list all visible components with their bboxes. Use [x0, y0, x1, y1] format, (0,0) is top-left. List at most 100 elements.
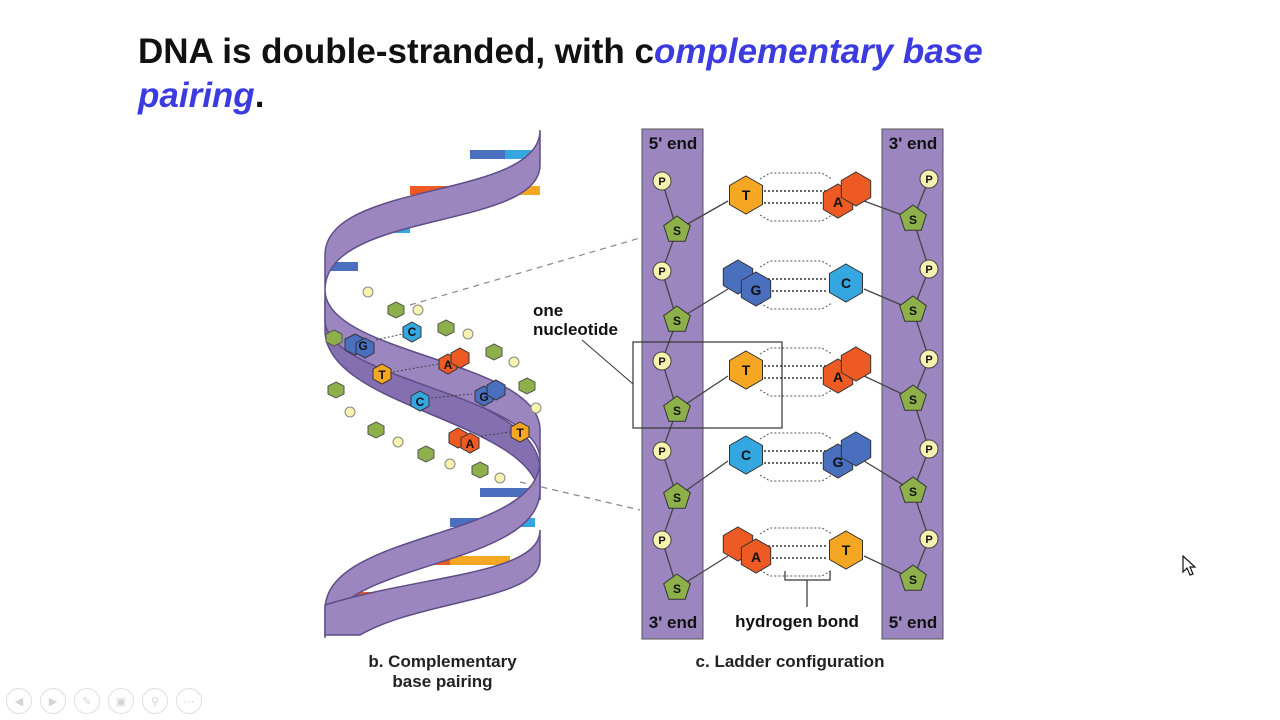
base-label: T	[742, 187, 751, 203]
label-3-end-bottom: 3' end	[649, 613, 697, 632]
phosphate-left	[652, 530, 672, 550]
caption-c: c. Ladder configuration	[695, 652, 885, 671]
sugar-label: S	[673, 314, 681, 328]
phosphate-left	[652, 171, 672, 191]
left-backbone-line	[661, 180, 678, 589]
helix-base-pairs: G C T A C G	[344, 321, 530, 454]
one-nucleotide-pointer	[581, 339, 634, 385]
caption-b-line1: b. Complementary	[368, 652, 517, 671]
sugar-right	[899, 384, 927, 411]
phosphate-label: P	[658, 266, 665, 278]
phosphate-label: P	[925, 444, 932, 456]
sugar-label: S	[909, 573, 917, 587]
base-g-right	[840, 431, 872, 467]
base-c-right	[829, 263, 863, 303]
helix-pair-2: T A	[372, 347, 470, 385]
label-one-nucleotide-line1: one	[533, 301, 563, 320]
label-3-end-top: 3' end	[889, 134, 937, 153]
phosphate-left	[652, 441, 672, 461]
phosphate-right	[919, 529, 939, 549]
title-text-period: .	[254, 76, 265, 115]
zoom-icon[interactable]: ⚲	[142, 688, 168, 714]
sugar-right	[899, 204, 927, 231]
double-helix: G C T A C G	[324, 129, 542, 639]
slide-toolbar: ◀ ▶ ✎ ▣ ⚲ ⋯	[6, 688, 202, 714]
title-text-highlight: omplementary base pairing	[138, 32, 983, 115]
helix-backbone-beads	[325, 286, 542, 484]
phosphate-label: P	[925, 174, 932, 186]
base-label: A	[833, 369, 843, 385]
label-one-nucleotide-line2: nucleotide	[533, 320, 618, 339]
connector-line-top	[409, 237, 641, 306]
phosphate-label: P	[925, 264, 932, 276]
base-t-right	[829, 530, 863, 570]
phosphate-right	[919, 439, 939, 459]
prev-icon[interactable]: ◀	[6, 688, 32, 714]
helix-base-label: T	[378, 368, 386, 382]
base-label: C	[741, 447, 751, 463]
next-icon[interactable]: ▶	[40, 688, 66, 714]
phosphate-left	[652, 351, 672, 371]
hydrogen-bond-outline	[759, 214, 833, 222]
hydrogen-bond-outline	[759, 172, 833, 180]
sugar-label: S	[673, 404, 681, 418]
label-hydrogen-bond: hydrogen bond	[735, 612, 859, 631]
helix-base-label: T	[516, 426, 524, 440]
sugar-label: S	[673, 224, 681, 238]
sugar-label: S	[673, 582, 681, 596]
sugar-label: S	[673, 491, 681, 505]
helix-base-label: C	[408, 325, 417, 339]
base-label: T	[742, 362, 751, 378]
helix-strand-front-3	[324, 459, 541, 639]
base-label: T	[842, 542, 851, 558]
base-a-left	[740, 538, 772, 574]
one-nucleotide-box	[632, 341, 783, 429]
phosphate-right	[919, 349, 939, 369]
label-5-end-top: 5' end	[649, 134, 697, 153]
helix-pair-3: C G	[410, 379, 506, 412]
helix-pair-1: G C	[344, 321, 422, 359]
base-c-left	[729, 435, 763, 475]
helix-base-label: A	[466, 437, 475, 451]
hydrogen-bond-outline	[759, 432, 833, 440]
right-backbone-line	[912, 178, 930, 580]
phosphate-label: P	[658, 535, 665, 547]
pen-icon[interactable]: ✎	[74, 688, 100, 714]
hydrogen-bond-outline	[759, 302, 833, 310]
helix-base-label: G	[358, 339, 367, 353]
phosphate-label: P	[658, 446, 665, 458]
base-a-right	[840, 171, 872, 207]
base-g-left	[740, 271, 772, 307]
sugar-label: S	[909, 485, 917, 499]
sugar-left	[663, 482, 691, 509]
helix-base-label: A	[444, 358, 453, 372]
slides-icon[interactable]: ▣	[108, 688, 134, 714]
helix-base-label: C	[416, 395, 425, 409]
helix-strand-front-4	[324, 529, 541, 636]
sugar-label: S	[909, 393, 917, 407]
hydrogen-bond-outline	[759, 260, 833, 268]
hydrogen-bond-outline	[759, 389, 833, 397]
hydrogen-bond-outline	[759, 347, 833, 355]
phosphate-label: P	[658, 356, 665, 368]
base-t-left	[729, 350, 763, 390]
base-label: A	[751, 549, 761, 565]
hydrogen-bond-outline	[759, 474, 833, 482]
phosphate-label: P	[658, 176, 665, 188]
sugar-left	[663, 215, 691, 242]
sugar-left	[663, 573, 691, 600]
sugar-label: S	[909, 304, 917, 318]
label-5-end-bottom: 5' end	[889, 613, 937, 632]
base-label: G	[833, 454, 844, 470]
phosphate-left	[652, 261, 672, 281]
phosphate-right	[919, 259, 939, 279]
hydrogen-bond-outline	[759, 527, 833, 535]
hydrogen-bond-outline	[759, 569, 833, 577]
phosphate-label: P	[925, 534, 932, 546]
sugar-left	[663, 305, 691, 332]
base-label: A	[833, 194, 843, 210]
more-icon[interactable]: ⋯	[176, 688, 202, 714]
sugar-left	[663, 395, 691, 422]
